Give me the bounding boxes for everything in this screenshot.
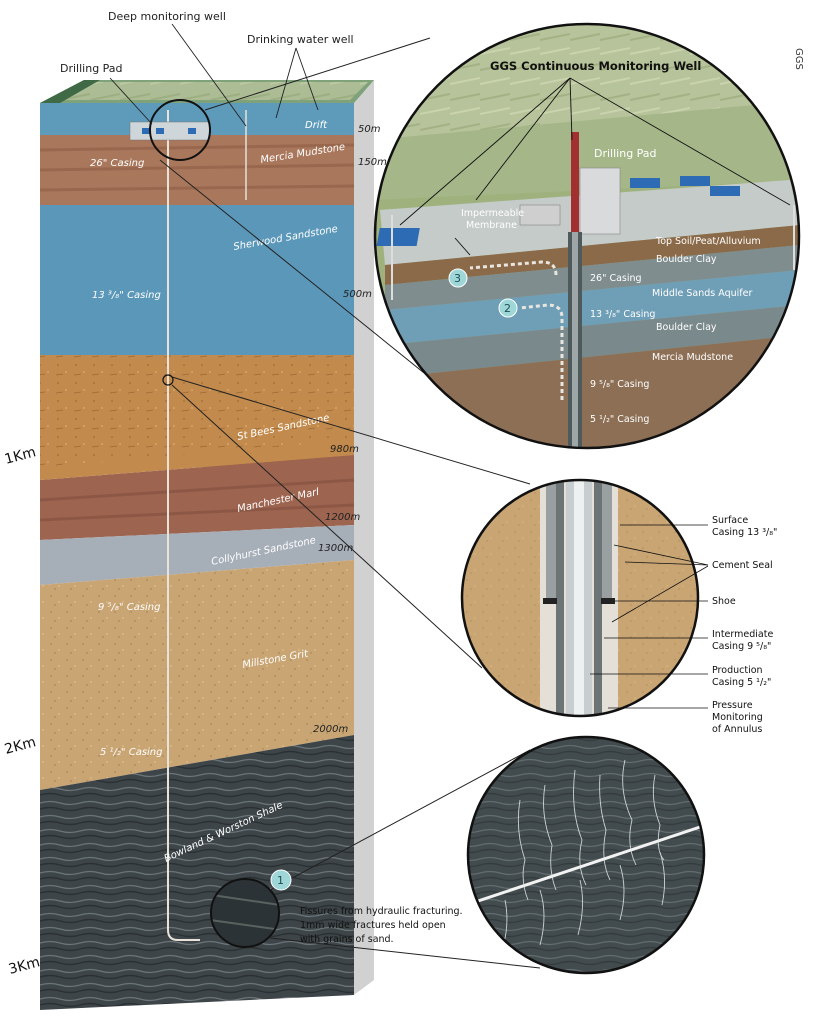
inset-casing-26: 26" Casing <box>590 273 642 284</box>
km-2: 2Km <box>3 734 38 758</box>
inset-casing-5: 5 ¹/₂" Casing <box>590 414 649 425</box>
inset-marker-2: 2 <box>499 299 517 317</box>
km-3: 3Km <box>7 954 42 978</box>
detail-label-production-1: Production <box>712 665 763 676</box>
label-drinking-water-well: Drinking water well <box>247 33 354 46</box>
depth-1300m: 1300m <box>318 543 353 554</box>
fracture-marker-1: 1 <box>271 870 291 890</box>
depth-150m: 150m <box>358 157 387 168</box>
detail-label-pressure-1: Pressure <box>712 700 753 711</box>
detail-label-intermediate-1: Intermediate <box>712 629 773 640</box>
inset-membrane-1: Impermeable <box>461 208 524 219</box>
drilling-rig <box>580 168 620 234</box>
detail-label-surface-2: Casing 13 ³/₈" <box>712 527 777 538</box>
inset-drilling-pad: Drilling Pad <box>594 147 657 160</box>
inset-layer-topsoil: Top Soil/Peat/Alluvium <box>655 236 761 247</box>
detail-label-surface-1: Surface <box>712 515 748 526</box>
watermark-ggs: GGS <box>793 48 804 70</box>
svg-text:3: 3 <box>454 272 461 285</box>
depth-1200m: 1200m <box>325 512 360 523</box>
detail-label-pressure-3: of Annulus <box>712 724 762 735</box>
fracture-note-line3: with grains of sand. <box>300 934 394 945</box>
km-1: 1Km <box>3 444 38 468</box>
column-casing-26: 26" Casing <box>90 158 144 169</box>
depth-50m: 50m <box>358 124 381 135</box>
inset-casing-9: 9 ⁵/₈" Casing <box>590 379 649 390</box>
column-side-face <box>354 80 374 995</box>
depth-980m: 980m <box>330 444 359 455</box>
column-casing-13: 13 ³/₈" Casing <box>92 290 161 301</box>
inset-membrane-2: Membrane <box>466 220 517 231</box>
inset-layer-middle-sands: Middle Sands Aquifer <box>652 288 752 299</box>
detail-label-shoe: Shoe <box>712 596 736 607</box>
detail-label-pressure-2: Monitoring <box>712 712 763 723</box>
column-casing-9: 9 ⁵/₈" Casing <box>98 602 161 613</box>
fracture-note-line2: 1mm wide fractures held open <box>300 920 446 931</box>
label-deep-monitoring-well: Deep monitoring well <box>108 10 226 23</box>
inset-layer-boulder-clay-2: Boulder Clay <box>656 322 717 333</box>
stratum-sherwood-sandstone <box>40 205 354 355</box>
depth-2000m: 2000m <box>313 724 348 735</box>
column-casing-5: 5 ¹/₂" Casing <box>100 747 163 758</box>
fracture-note-line1: Fissures from hydraulic fracturing. <box>300 906 463 917</box>
depth-500m: 500m <box>343 289 372 300</box>
detail-label-production-2: Casing 5 ¹/₂" <box>712 677 771 688</box>
inset-layer-mercia: Mercia Mudstone <box>652 352 733 363</box>
inset-title: GGS Continuous Monitoring Well <box>490 59 701 73</box>
detail-label-intermediate-2: Casing 9 ⁵/₈" <box>712 641 771 652</box>
detail-label-cement: Cement Seal <box>712 560 773 571</box>
svg-text:1: 1 <box>277 874 284 887</box>
inset-marker-3: 3 <box>449 269 467 287</box>
label-drilling-pad: Drilling Pad <box>60 62 123 75</box>
stratum-label-drift: Drift <box>305 120 328 131</box>
svg-text:2: 2 <box>504 302 511 315</box>
inset-casing-13: 13 ³/₈" Casing <box>590 309 655 320</box>
inset-layer-boulder-clay-1: Boulder Clay <box>656 254 717 265</box>
